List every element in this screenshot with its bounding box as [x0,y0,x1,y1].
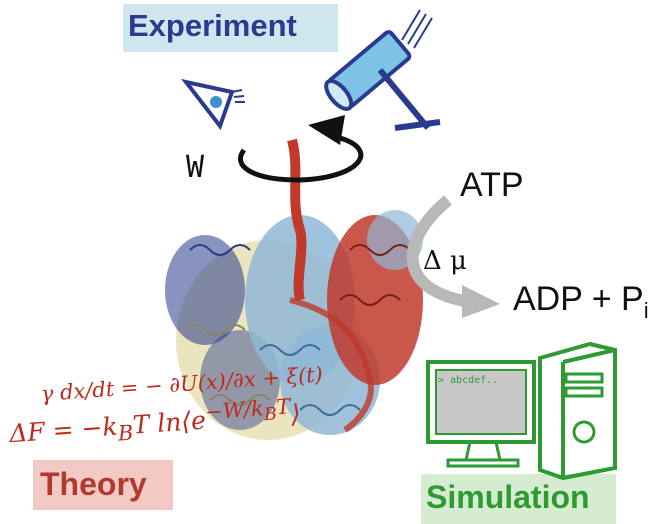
eye-icon [181,78,245,131]
computer-monitor-icon [426,360,536,468]
work-label: W [186,150,205,185]
jarzynski-b: B [117,420,135,446]
adp-subscript: i [643,297,649,323]
delta-mu-arrow [406,195,500,318]
jarzynski-mid: T ln⟨e [131,405,207,440]
protein-complex [165,138,423,440]
atp-label: ATP [460,166,524,204]
computer-tower-icon [538,341,617,481]
experiment-label: Experiment [128,8,297,43]
microscope-icon [324,9,441,131]
screen-prompt: > abcdef.. [438,375,499,386]
simulation-label-bg [421,474,616,524]
theory-label: Theory [40,466,147,502]
adp-label: ADP + Pi [513,280,649,324]
jarzynski-exp-a: −W/k [204,396,265,425]
jarzynski-exp-t: T [275,394,292,420]
rotation-arrow-icon [237,115,364,183]
adp-text: ADP + P [513,280,644,318]
jarzynski-exp: −W/kBT [204,394,292,425]
experiment-label-bg [123,4,338,52]
simulation-label: Simulation [426,479,590,515]
delta-mu-label: Δ μ [423,246,467,276]
theory-label-bg [33,460,173,510]
jarzynski-end: ⟩ [289,398,302,429]
jarzynski-lhs: ΔF = −k [8,411,119,449]
